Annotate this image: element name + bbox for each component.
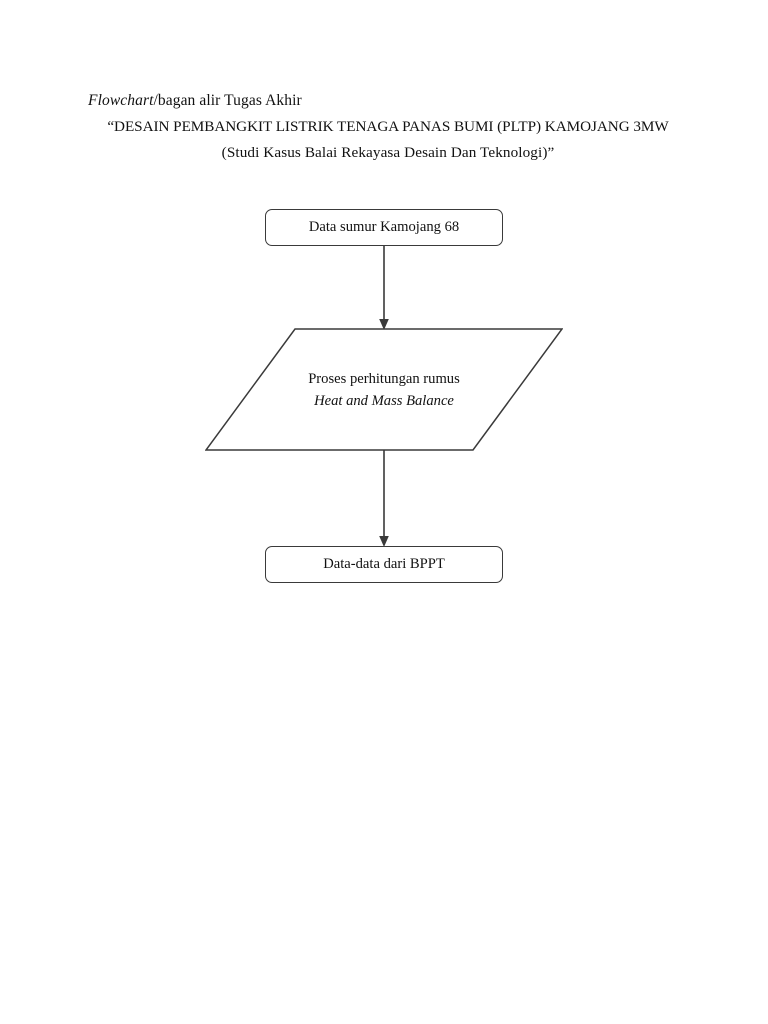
- flowchart-node-proses-perhitungan-line1: Proses perhitungan rumus: [308, 370, 460, 387]
- flowchart-node-data-sumur: Data sumur Kamojang 68: [265, 209, 503, 246]
- heading-line-1-emphasis: Flowchart: [88, 92, 154, 109]
- flowchart-connector-process-to-output: [374, 450, 394, 547]
- flowchart-node-data-bppt: Data-data dari BPPT: [265, 546, 503, 583]
- flowchart-node-proses-perhitungan-line2: Heat and Mass Balance: [314, 392, 454, 409]
- arrow-down-icon: [379, 245, 389, 330]
- flowchart-node-proses-perhitungan: Proses perhitungan rumus Heat and Mass B…: [205, 328, 563, 451]
- arrow-down-icon: [379, 450, 389, 547]
- heading-line-2: “DESAIN PEMBANGKIT LISTRIK TENAGA PANAS …: [107, 118, 669, 135]
- flowchart-node-proses-perhitungan-label: Proses perhitungan rumus Heat and Mass B…: [308, 368, 460, 412]
- flowchart-node-data-sumur-label: Data sumur Kamojang 68: [308, 219, 460, 235]
- heading-line-3: (Studi Kasus Balai Rekayasa Desain Dan T…: [221, 144, 555, 161]
- flowchart-connector-source-to-process: [374, 245, 394, 330]
- heading-block: Flowchart/bagan alir Tugas Akhir “DESAIN…: [88, 88, 688, 166]
- flowchart-node-data-bppt-label: Data-data dari BPPT: [323, 556, 445, 572]
- parallelogram-shape: [205, 328, 563, 451]
- heading-line-1: Flowchart/bagan alir Tugas Akhir: [88, 88, 688, 114]
- heading-line-1-rest: /bagan alir Tugas Akhir: [153, 92, 302, 109]
